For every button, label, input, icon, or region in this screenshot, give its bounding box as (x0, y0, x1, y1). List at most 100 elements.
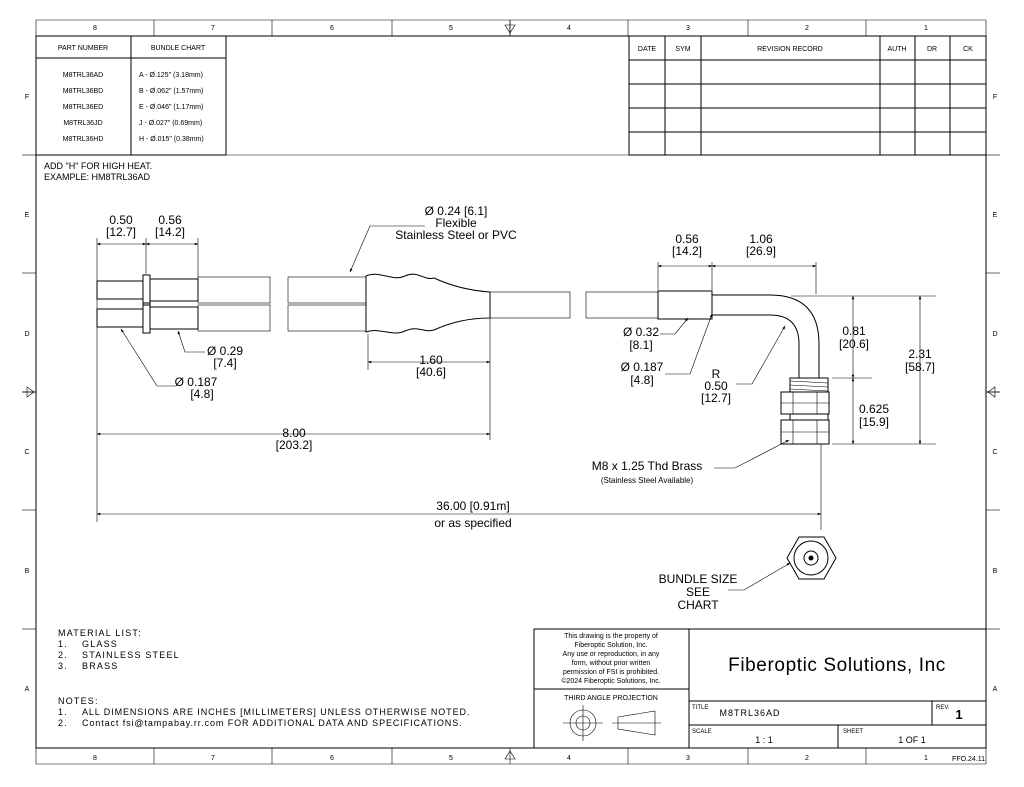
dim-text: [15.9] (859, 415, 889, 429)
sheet-border (22, 19, 1000, 765)
dim-text: [14.2] (155, 225, 185, 239)
property-notice: This drawing is the property of Fiberopt… (561, 633, 660, 685)
sheath-callout: Flexible (435, 216, 477, 230)
dim-text: 0.81 (842, 324, 866, 338)
dim-text: 0.50 (704, 379, 728, 393)
ferrule-collar-upper (142, 274, 151, 306)
dim-text: Ø 0.187 (621, 360, 664, 374)
projection-label: THIRD ANGLE PROJECTION (564, 695, 658, 702)
header-date: DATE (638, 46, 656, 53)
form-id: FFO.24.11 (952, 756, 985, 763)
svg-text:1.: 1. (58, 707, 68, 717)
dim-text: [26.9] (746, 244, 776, 258)
dim-text: Ø 0.187 (175, 375, 218, 389)
zone-labels: 8 7 6 5 4 3 2 1 8 7 6 5 4 3 2 1 F E D C … (24, 25, 997, 762)
header-bundle-chart: BUNDLE CHART (151, 45, 206, 52)
header-dr: DR (927, 46, 937, 53)
sheath-callout: Stainless Steel or PVC (395, 228, 517, 242)
ferrule-upper (149, 278, 199, 302)
center-mark-bottom (504, 750, 516, 760)
zone-col-top: 7 (211, 25, 215, 32)
dim-text: [14.2] (672, 244, 702, 258)
zone-col-bottom: 7 (211, 755, 215, 762)
thread-callout: M8 x 1.25 Thd Brass (592, 459, 703, 473)
zone-row-right: C (992, 449, 997, 456)
zone-row-left: A (25, 686, 30, 693)
header-auth: AUTH (887, 46, 906, 53)
end-view (786, 536, 837, 580)
header-revision-record: REVISION RECORD (757, 46, 823, 53)
dim-text: Ø 0.32 (623, 325, 659, 339)
note-item: ALL DIMENSIONS ARE INCHES [MILLIMETERS] … (82, 707, 470, 717)
dim-text: Ø 0.29 (207, 344, 243, 358)
rev-label: REV. (936, 705, 950, 711)
part-number: M8TRL36JD (63, 120, 102, 127)
part-number: M8TRL36BD (63, 88, 103, 95)
zone-col-top: 3 (686, 25, 690, 32)
ferrule-lower (149, 306, 199, 330)
zone-row-left: C (24, 449, 29, 456)
zone-col-bottom: 8 (93, 755, 97, 762)
sheath-coil-lower-left (197, 304, 271, 332)
notes-title: NOTES: (58, 696, 99, 706)
dim-text: R (712, 367, 721, 381)
material-list: MATERIAL LIST: 1. GLASS 2. STAINLESS STE… (58, 628, 180, 671)
svg-text:Fiberoptic Solution, Inc.: Fiberoptic Solution, Inc. (574, 642, 647, 649)
title-label: TITLE (692, 705, 708, 711)
sheath-coil-single-right (585, 291, 659, 319)
zone-col-top: 4 (567, 25, 571, 32)
zone-row-right: E (993, 212, 998, 219)
cable-drawing (96, 273, 837, 580)
zone-col-bottom: 2 (805, 755, 809, 762)
revision-table: DATE SYM REVISION RECORD AUTH DR CK (628, 35, 987, 156)
breakout-junction (365, 273, 491, 334)
scale-value: 1 : 1 (755, 735, 773, 745)
header-part-number: PART NUMBER (58, 45, 108, 52)
svg-text:form, without prior written: form, without prior written (572, 660, 651, 667)
dim-text: 0.56 (675, 232, 699, 246)
company-name: Fiberoptic Solutions, Inc (728, 655, 946, 676)
zone-row-right: F (993, 94, 997, 101)
material-item: STAINLESS STEEL (82, 650, 180, 660)
sheath-callout: Ø 0.24 [6.1] (425, 204, 488, 218)
title-block: This drawing is the property of Fiberopt… (533, 628, 987, 763)
dim-text: 1.60 (419, 353, 443, 367)
heat-note-line: ADD "H" FOR HIGH HEAT. (44, 161, 152, 171)
zone-row-left: E (25, 212, 30, 219)
dim-text: 0.625 (859, 402, 889, 416)
bundle-size: A - Ø.125" (3.18mm) (139, 72, 203, 79)
bundle-size-callout: SEE (686, 585, 710, 599)
zone-col-bottom: 3 (686, 755, 690, 762)
dim-text: [8.1] (629, 338, 652, 352)
svg-text:2.: 2. (58, 650, 68, 660)
probe-tip-lower (96, 308, 144, 328)
material-list-title: MATERIAL LIST: (58, 628, 142, 638)
bundle-size: H - Ø.015" (0.38mm) (139, 136, 204, 143)
bundle-size: E - Ø.046" (1.17mm) (139, 104, 203, 111)
part-number: M8TRL36ED (63, 104, 103, 111)
zone-row-right: B (993, 568, 998, 575)
rev-value: 1 (955, 707, 962, 722)
dim-text: 8.00 (282, 426, 306, 440)
zone-col-top: 5 (449, 25, 453, 32)
bundle-size: B - Ø.062" (1.57mm) (139, 88, 203, 95)
leader-sheath (349, 225, 425, 273)
bundle-size: J - Ø.027" (0.69mm) (139, 120, 202, 127)
zone-col-top: 8 (93, 25, 97, 32)
dim-text: [20.6] (839, 337, 869, 351)
leader-dia-0-187-right (665, 313, 713, 375)
zone-col-bottom: 4 (567, 755, 571, 762)
ferrule-collar-lower (142, 302, 151, 334)
dim-text: [40.6] (416, 365, 446, 379)
leader-bundle-size (728, 562, 791, 591)
leader-radius (736, 325, 786, 385)
drawing-title: M8TRL36AD (719, 708, 780, 718)
zone-col-top: 2 (805, 25, 809, 32)
zone-col-bottom: 5 (449, 755, 453, 762)
zone-row-left: D (24, 331, 29, 338)
zone-row-right: A (993, 686, 998, 693)
probe-tip-upper (96, 280, 144, 300)
dim-text: [12.7] (701, 391, 731, 405)
note-item: Contact fsi@tampabay.rr.com FOR ADDITION… (82, 718, 463, 728)
heat-note-line: EXAMPLE: HM8TRL36AD (44, 172, 151, 182)
